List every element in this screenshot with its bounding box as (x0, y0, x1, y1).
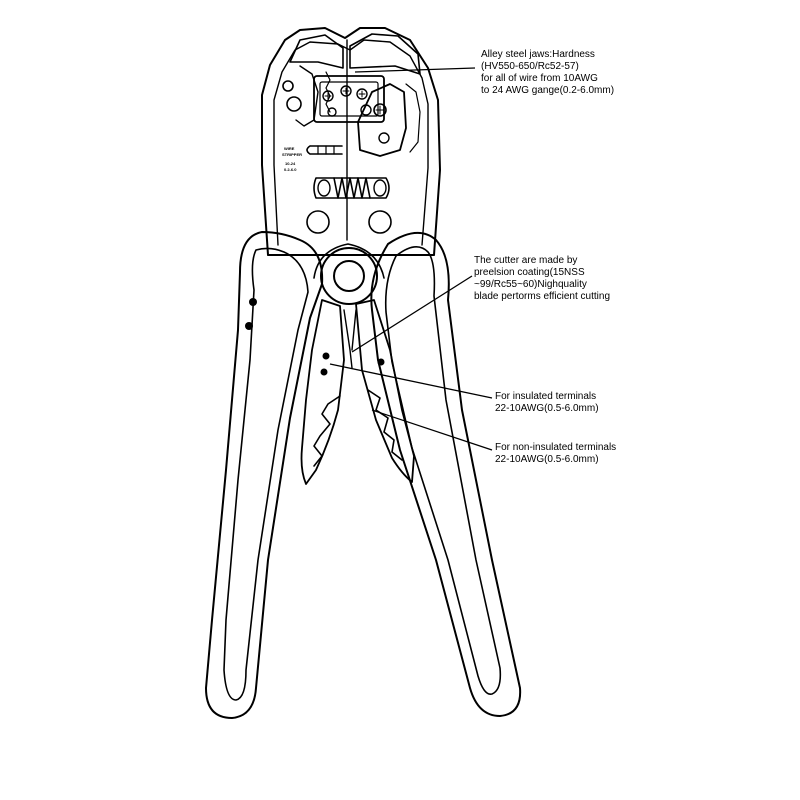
gauge-star-marks (324, 87, 366, 100)
callout-insulated-line-1: For insulated terminals (495, 391, 597, 402)
spring-housing (313, 177, 390, 199)
left-jaw-notch (295, 65, 319, 127)
upper-right-jaw (349, 33, 421, 75)
cutter-blade-edge (343, 309, 357, 369)
left-crimping-arm (300, 299, 345, 485)
leader-non-insulated (371, 409, 493, 451)
center-rivet-outer (320, 247, 378, 305)
leader-jaws (354, 67, 476, 73)
stripping-block-inner (319, 81, 379, 117)
callout-cutter-line-1: The cutter are made by (474, 255, 578, 266)
engraving-line-4: 0.2-6.0 (284, 167, 297, 172)
left-handle-outline (205, 231, 324, 719)
callout-jaws: Alley steel jaws:Hardness (HV550-650/Rc5… (481, 49, 614, 97)
callout-cutter-line-4: blade pertorms efficient cutting (474, 291, 611, 302)
callout-cutter-line-3: ~99/Rc55~60)Nighquality (474, 279, 587, 290)
center-rivet-inner (333, 260, 365, 292)
left-jaw-serration (325, 71, 331, 113)
right-handle-grip (384, 246, 502, 695)
tool-head-outline (261, 27, 441, 256)
engraving-line-3: 10-24 (285, 161, 296, 166)
wire-guide-slot (306, 145, 343, 155)
callout-cutter-line-2: preelsion coating(15NSS (474, 267, 585, 278)
left-crimp-teeth (313, 395, 341, 467)
callout-jaws-line-3: for all of wire from 10AWG (481, 73, 598, 84)
leader-cutter (351, 275, 473, 353)
engraving-line-1: WIRE (284, 146, 295, 151)
callout-non-insulated: For non-insulated terminals 22-10AWG(0.5… (495, 442, 616, 466)
left-pivot-hole (306, 210, 330, 234)
tool-engraving: WIRE STRIPPER 10-24 0.2-6.0 (282, 146, 302, 172)
leader-insulated (329, 363, 493, 399)
left-jaw-hole-1 (282, 80, 294, 92)
callout-jaws-line-1: Alley steel jaws:Hardness (481, 49, 595, 60)
callout-leaders (329, 67, 493, 451)
right-crimping-arm (355, 299, 415, 483)
right-stripping-plate (357, 83, 407, 157)
wire-guide-tabs (317, 145, 335, 155)
callout-insulated-line-2: 22-10AWG(0.5-6.0mm) (495, 403, 599, 414)
engraving-line-2: STRIPPER (282, 152, 302, 157)
handle-rivets (245, 298, 385, 376)
left-handle-grip (223, 247, 309, 701)
spring-coil (333, 177, 371, 199)
callout-non-insulated-line-2: 22-10AWG(0.5-6.0mm) (495, 454, 599, 465)
right-pivot-hole (368, 210, 392, 234)
right-plate-screw-cross (375, 105, 385, 115)
stripping-block (313, 75, 385, 123)
spring-left-end (317, 179, 331, 197)
upper-left-jaw (289, 34, 344, 69)
callout-insulated: For insulated terminals 22-10AWG(0.5-6.0… (495, 391, 599, 415)
right-plate-hole (378, 132, 390, 144)
right-plate-screw (373, 103, 387, 117)
right-handle-outline (370, 232, 522, 717)
spring-right-end (373, 179, 387, 197)
right-crimp-teeth (367, 389, 403, 461)
callout-cutter: The cutter are made by preelsion coating… (474, 255, 610, 303)
right-plate-edge (405, 83, 421, 153)
callout-jaws-line-2: (HV550-650/Rc52-57) (481, 61, 579, 72)
callout-jaws-line-4: to 24 AWG gange(0.2-6.0mm) (481, 85, 615, 96)
callout-non-insulated-line-1: For non-insulated terminals (495, 442, 617, 453)
left-jaw-hole-2 (286, 96, 302, 112)
